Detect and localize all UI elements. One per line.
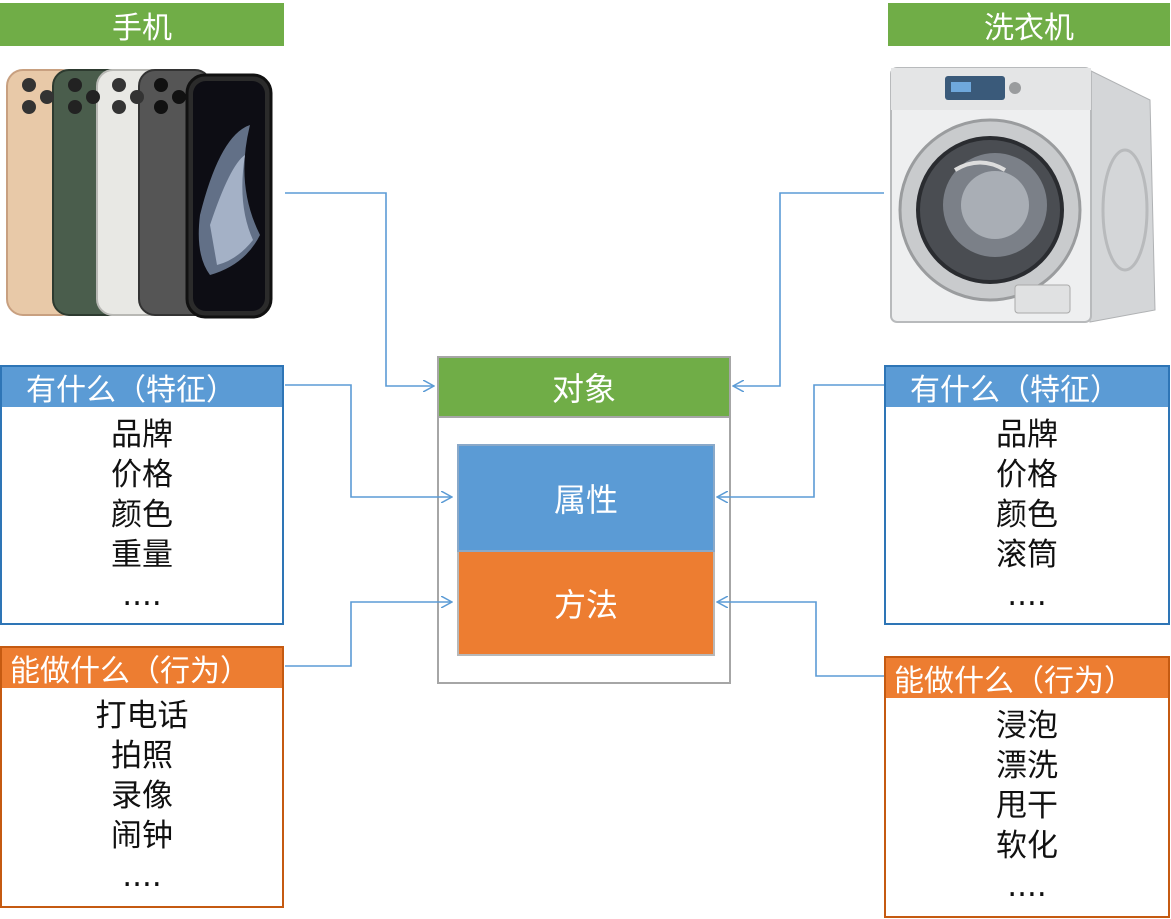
phone-features-to-attributes-arrow [285, 384, 451, 497]
phone-feature-item: 重量 [111, 537, 173, 573]
attributes-block: 属性 [457, 444, 715, 552]
phone-behaviors-box: 能做什么（行为） 打电话 拍照 录像 闹钟 .... [0, 646, 284, 908]
washer-title: 洗衣机 [888, 3, 1170, 46]
washer-feature-item: 价格 [996, 457, 1058, 493]
washer-behaviors-box: 能做什么（行为） 浸泡 漂洗 甩干 软化 .... [884, 656, 1170, 918]
phone-feature-item: 颜色 [111, 497, 173, 533]
washer-feature-item: 滚筒 [996, 537, 1058, 573]
washer-behavior-item: .... [1007, 868, 1047, 904]
washing-machine-image [890, 67, 1156, 323]
phone-features-box: 有什么（特征） 品牌 价格 颜色 重量 .... [0, 365, 284, 625]
object-title: 对象 [439, 358, 729, 418]
washer-features-to-attributes-arrow [718, 384, 884, 497]
phone-behavior-item: 打电话 [95, 698, 189, 734]
washer-behavior-item: 软化 [996, 828, 1058, 864]
phone-behavior-item: 闹钟 [111, 818, 173, 854]
washer-features-header: 有什么（特征） [886, 367, 1168, 408]
phone-image [6, 69, 273, 319]
washer-to-object-arrow [734, 192, 884, 386]
washer-behavior-item: 漂洗 [996, 748, 1058, 784]
washer-behaviors-header: 能做什么（行为） [886, 658, 1168, 699]
washer-behaviors-to-methods-arrow [718, 602, 884, 677]
phone-title: 手机 [0, 3, 284, 46]
phone-features-header: 有什么（特征） [2, 367, 282, 408]
phone-behaviors-header: 能做什么（行为） [2, 648, 282, 689]
washer-feature-item: .... [1007, 577, 1047, 613]
washer-feature-item: 颜色 [996, 497, 1058, 533]
phone-behavior-item: 录像 [111, 778, 173, 814]
phone-behavior-item: .... [122, 858, 162, 894]
washer-behavior-item: 浸泡 [996, 708, 1058, 744]
phone-feature-item: 价格 [111, 457, 173, 493]
phone-behaviors-to-methods-arrow [285, 602, 451, 667]
washer-feature-item: 品牌 [996, 417, 1058, 453]
phone-to-object-arrow [285, 192, 433, 386]
phone-feature-item: 品牌 [111, 417, 173, 453]
object-box: 对象 属性 方法 [437, 356, 731, 684]
phone-behavior-item: 拍照 [111, 738, 173, 774]
phone-feature-item: .... [122, 577, 162, 613]
methods-block: 方法 [457, 552, 715, 656]
washer-features-box: 有什么（特征） 品牌 价格 颜色 滚筒 .... [884, 365, 1170, 625]
washer-behavior-item: 甩干 [996, 788, 1058, 824]
